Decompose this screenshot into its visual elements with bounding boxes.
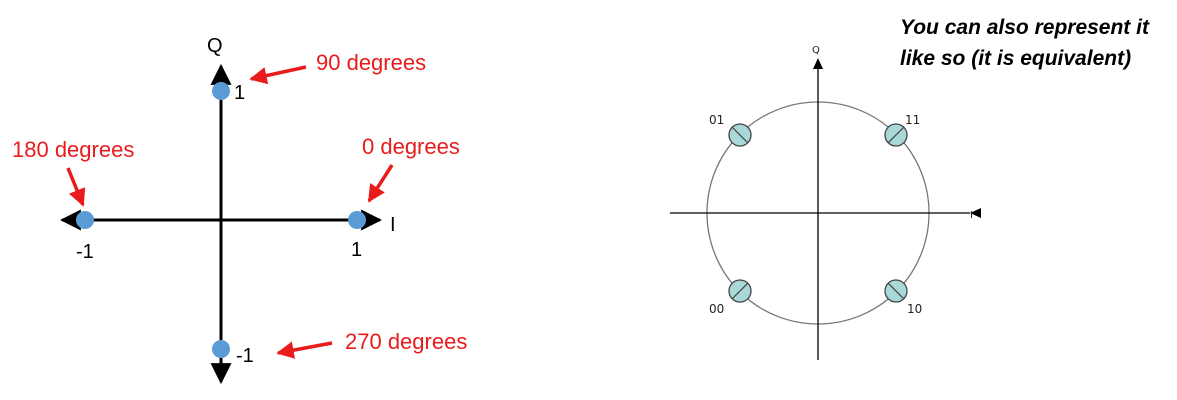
tick-i-positive: 1 bbox=[351, 239, 362, 261]
right-i-arrowhead bbox=[970, 208, 981, 218]
symbol-11 bbox=[884, 123, 908, 147]
symbol-label-11: 11 bbox=[905, 113, 920, 127]
left-i-axis-label: I bbox=[390, 214, 396, 236]
annotation-90-degrees: 90 degrees bbox=[316, 50, 426, 75]
symbol-00 bbox=[728, 279, 752, 303]
annotation-180-degrees: 180 degrees bbox=[12, 137, 134, 162]
point-90-degrees bbox=[212, 82, 230, 100]
point-270-degrees bbox=[212, 340, 230, 358]
equivalence-note: You can also represent it like so (it is… bbox=[900, 12, 1170, 74]
note-line-2: like so (it is equivalent) bbox=[900, 47, 1132, 70]
note-line-1: You can also represent it bbox=[900, 16, 1149, 39]
symbol-10 bbox=[884, 279, 908, 303]
annotation-0-degrees: 0 degrees bbox=[362, 134, 460, 159]
right-q-arrowhead bbox=[813, 58, 823, 69]
symbol-01 bbox=[728, 123, 752, 147]
left-constellation: Q I 1 -1 1 -1 90 degrees 0 degrees 180 d… bbox=[12, 35, 467, 385]
symbol-label-00: 00 bbox=[709, 302, 724, 316]
arrow-180-degrees bbox=[66, 167, 86, 207]
right-i-axis-label: I bbox=[970, 210, 973, 221]
right-symbols bbox=[728, 123, 908, 303]
tick-i-negative: -1 bbox=[76, 241, 94, 263]
left-points bbox=[76, 82, 366, 358]
annotation-270-degrees: 270 degrees bbox=[345, 329, 467, 354]
tick-q-positive: 1 bbox=[234, 82, 245, 104]
point-180-degrees bbox=[76, 211, 94, 229]
point-0-degrees bbox=[348, 211, 366, 229]
right-constellation: Q I 01 11 00 10 bbox=[670, 45, 981, 360]
arrow-270-degrees bbox=[276, 341, 333, 359]
tick-q-negative: -1 bbox=[236, 345, 254, 367]
symbol-label-10: 10 bbox=[907, 302, 922, 316]
right-q-axis-label: Q bbox=[812, 45, 820, 56]
left-q-axis-label: Q bbox=[207, 35, 223, 57]
symbol-label-01: 01 bbox=[709, 113, 724, 127]
arrow-0-degrees bbox=[367, 164, 394, 203]
arrow-90-degrees bbox=[249, 65, 307, 85]
